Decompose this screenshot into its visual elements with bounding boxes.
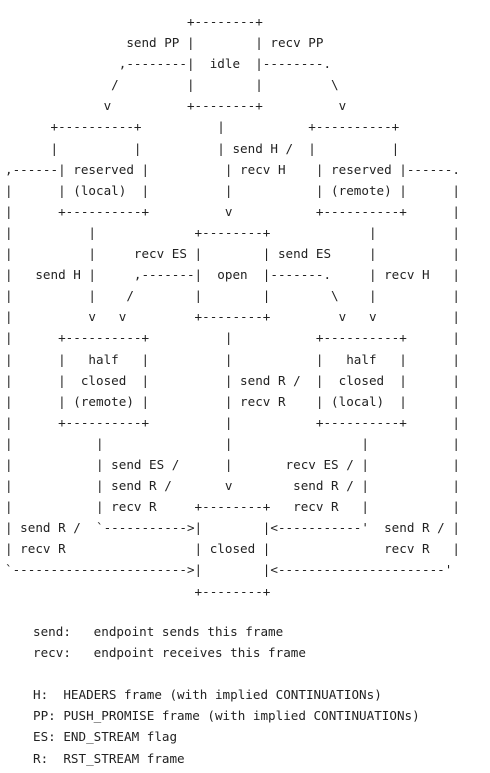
diagram-line: +--------+ — [5, 14, 263, 29]
diagram-line: | recv R | closed | recv R | — [5, 541, 460, 557]
diagram-line: send PP | | recv PP — [5, 35, 324, 51]
diagram-line: +----------+ | +----------+ — [5, 119, 400, 135]
diagram-line: | | (local) | | | (remote) | | — [5, 182, 460, 198]
diagram-line: | | | | | — [5, 435, 460, 451]
diagram-line: | | +--------+ | | — [5, 224, 460, 240]
diagram-line: | +----------+ | +----------+ | — [5, 330, 460, 346]
diagram-line: +--------+ — [5, 583, 271, 599]
diagram-line: | | closed | | send R / | closed | | — [5, 372, 460, 388]
diagram-line: | | send R / v send R / | | — [5, 478, 460, 494]
diagram-line: v +--------+ v — [5, 98, 347, 114]
stream-state-diagram: +--------+ send PP | | recv PP ,--------… — [5, 11, 460, 602]
legend-spacer — [33, 663, 420, 684]
diagram-line: `----------------------->| |<-----------… — [5, 562, 453, 578]
diagram-line: / | | \ — [5, 77, 339, 93]
legend-rst-stream: R: RST_STREAM frame — [33, 750, 185, 766]
diagram-line: | | send ES / | recv ES / | | — [5, 456, 460, 472]
diagram-line: | +----------+ v +----------+ | — [5, 203, 460, 219]
diagram-line: | | half | | | half | | — [5, 351, 460, 367]
diagram-line: | +----------+ | +----------+ | — [5, 414, 460, 430]
diagram-line: | send H | ,-------| open |-------. | re… — [5, 267, 460, 283]
diagram-line: ,--------| idle |--------. — [5, 56, 332, 72]
diagram-line: | | / | | \ | | — [5, 288, 460, 304]
diagram-line: | | recv ES | | send ES | | — [5, 246, 460, 262]
legend-send: send: endpoint sends this frame — [33, 624, 284, 639]
diagram-line: | | recv R +--------+ recv R | | — [5, 499, 460, 515]
legend-recv: recv: endpoint receives this frame — [33, 645, 306, 661]
legend-end-stream: ES: END_STREAM flag — [33, 729, 178, 745]
diagram-line: | | (remote) | | recv R | (local) | | — [5, 393, 460, 409]
legend-push-promise: PP: PUSH_PROMISE frame (with implied CON… — [33, 708, 420, 724]
diagram-line: ,------| reserved | | recv H | reserved … — [5, 161, 460, 177]
legend: send: endpoint sends this frame recv: end… — [33, 621, 420, 769]
diagram-line: | v v +--------+ v v | — [5, 309, 460, 325]
legend-headers: H: HEADERS frame (with implied CONTINUAT… — [33, 687, 382, 703]
diagram-line: | | | send H / | | — [5, 140, 400, 156]
diagram-line: | send R / `----------->| |<-----------'… — [5, 520, 460, 536]
